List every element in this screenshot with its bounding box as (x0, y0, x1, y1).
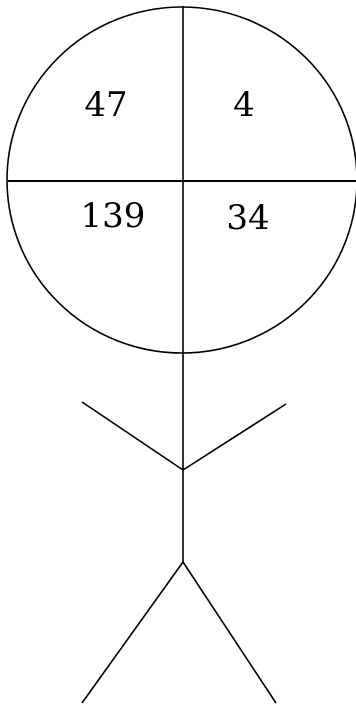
right-leg (183, 562, 276, 703)
right-arm (183, 404, 286, 470)
quadrant-bottom-right-value: 34 (226, 198, 269, 238)
quadrant-bottom-left-value: 139 (81, 196, 146, 236)
left-leg (82, 562, 183, 703)
left-arm (82, 402, 183, 470)
quadrant-top-right-value: 4 (233, 85, 255, 125)
quadrant-top-left-value: 47 (84, 85, 127, 125)
